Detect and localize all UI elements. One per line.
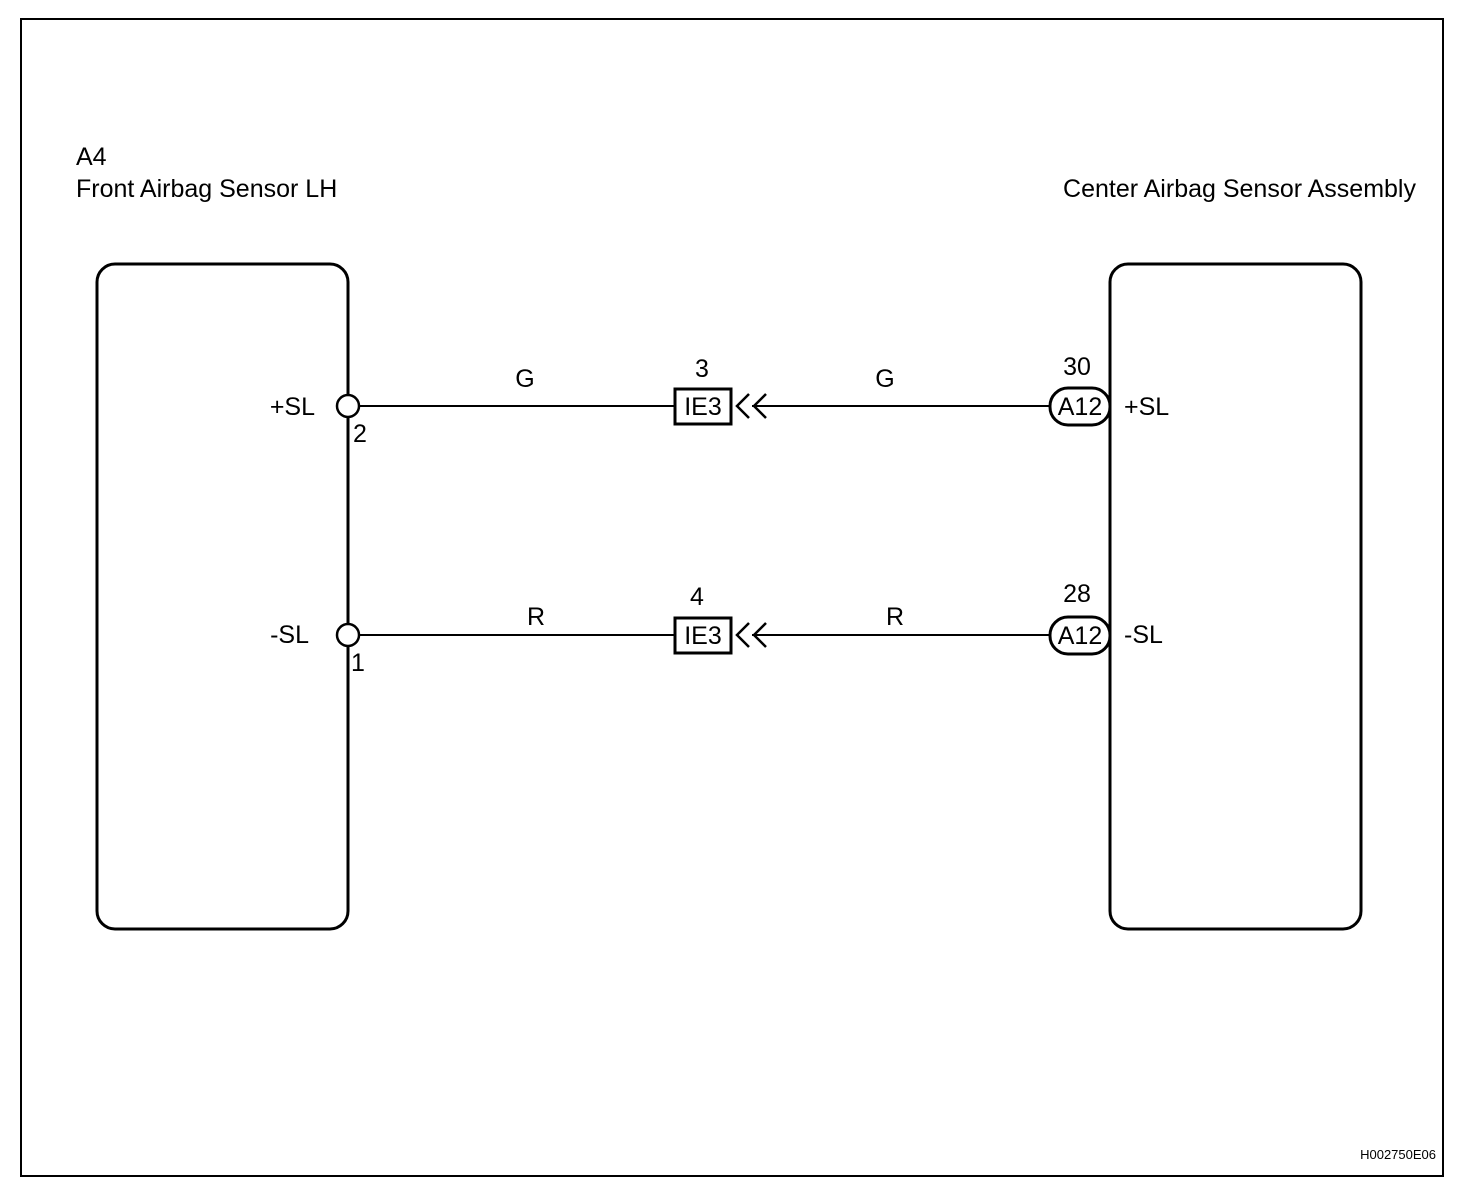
right-pin-number-28: 28 [1063, 580, 1091, 608]
wire-color-left-upper: G [515, 365, 535, 393]
right-connector-code-upper: A12 [1057, 393, 1103, 421]
left-component-name: Front Airbag Sensor LH [76, 175, 338, 203]
connector-chevron-icon [735, 393, 750, 419]
junction-code-upper: IE3 [684, 393, 722, 421]
front-airbag-sensor-box [95, 262, 350, 931]
left-signal-label-plus-sl: +SL [269, 393, 315, 421]
left-signal-label-minus-sl: -SL [270, 621, 309, 649]
wire-color-right-upper: G [875, 365, 895, 393]
connector-chevron-icon [752, 393, 767, 419]
junction-code-lower: IE3 [684, 622, 722, 650]
right-signal-label-plus-sl: +SL [1124, 393, 1170, 421]
connector-pill-a12-upper [1048, 386, 1112, 427]
wire-color-left-lower: R [526, 603, 546, 631]
junction-pin-number-lower: 4 [690, 583, 704, 611]
right-signal-label-minus-sl: -SL [1124, 621, 1163, 649]
terminal-pin-1 [335, 622, 361, 648]
left-pin-number-2: 2 [353, 420, 367, 448]
right-connector-code-lower: A12 [1057, 622, 1103, 650]
junction-pin-number-upper: 3 [695, 355, 709, 383]
junction-box-ie3-lower [673, 616, 733, 655]
right-component-name: Center Airbag Sensor Assembly [1063, 175, 1416, 203]
connector-chevron-icon [735, 622, 750, 648]
right-pin-number-30: 30 [1063, 353, 1091, 381]
left-pin-number-1: 1 [351, 649, 365, 677]
figure-code: H002750E06 [1360, 1147, 1436, 1162]
connector-pill-a12-lower [1048, 615, 1112, 656]
terminal-pin-2 [335, 393, 361, 419]
wire-color-right-lower: R [885, 603, 905, 631]
center-airbag-sensor-box [1108, 262, 1363, 931]
connector-chevron-icon [752, 622, 767, 648]
left-component-code: A4 [76, 143, 107, 171]
junction-box-ie3-upper [673, 387, 733, 426]
diagram-frame [20, 18, 1444, 1177]
